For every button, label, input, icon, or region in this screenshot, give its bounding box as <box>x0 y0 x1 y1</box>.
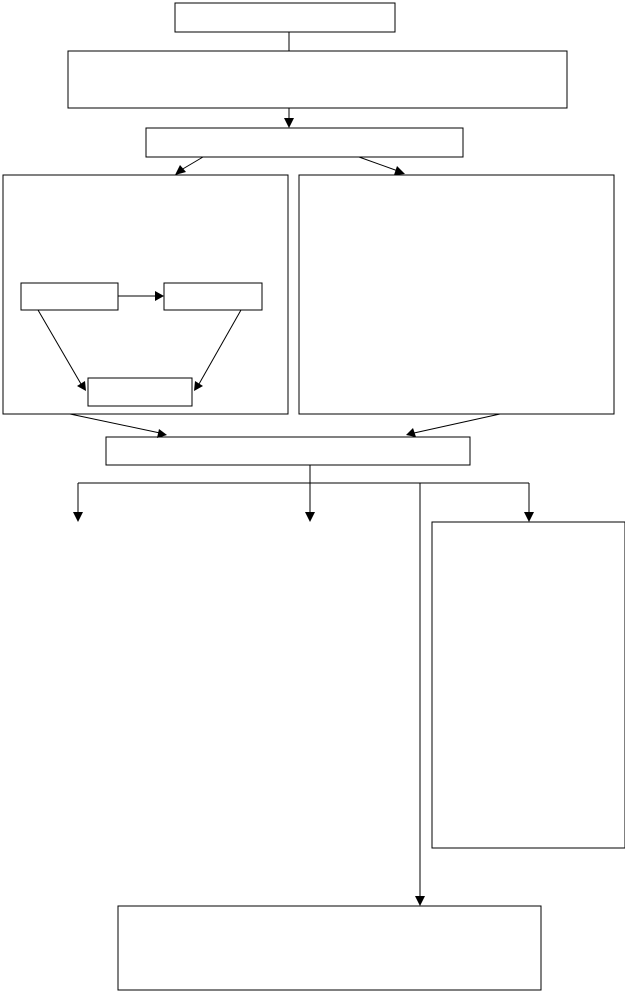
arrowhead-left-panel <box>175 165 186 175</box>
side-panel <box>431 521 625 849</box>
third-box <box>145 127 464 158</box>
arrowhead-branch-2 <box>305 512 315 522</box>
inner-bottom-box <box>87 377 193 407</box>
merge-box <box>105 436 471 466</box>
arrowhead-inner-right <box>155 291 164 301</box>
bottom-box <box>117 905 542 991</box>
arrowhead-bottom-box <box>415 896 425 906</box>
arrowhead-inner-bottom-right <box>194 381 203 391</box>
right-panel <box>298 174 615 415</box>
edge-inner-right-to-inner-bottom <box>198 309 242 385</box>
edge-left-panel-to-merge <box>69 413 161 434</box>
edge-third-to-left-panel <box>180 156 204 171</box>
arrowhead-right-panel <box>394 166 405 175</box>
arrowhead-branch-1 <box>73 512 83 522</box>
arrowhead-merge-right <box>406 428 416 437</box>
arrowhead-inner-bottom-left <box>77 381 86 391</box>
inner-right-box <box>163 282 263 311</box>
arrowhead-third <box>284 118 294 128</box>
arrowhead-side-panel <box>524 512 534 522</box>
edge-right-panel-to-merge <box>413 413 501 434</box>
top-box <box>174 2 396 33</box>
edge-inner-left-to-inner-bottom <box>37 309 82 385</box>
arrowhead-merge-left <box>157 429 167 438</box>
edge-third-to-right-panel <box>358 156 399 172</box>
inner-left-box <box>20 282 119 311</box>
second-box <box>67 50 568 109</box>
